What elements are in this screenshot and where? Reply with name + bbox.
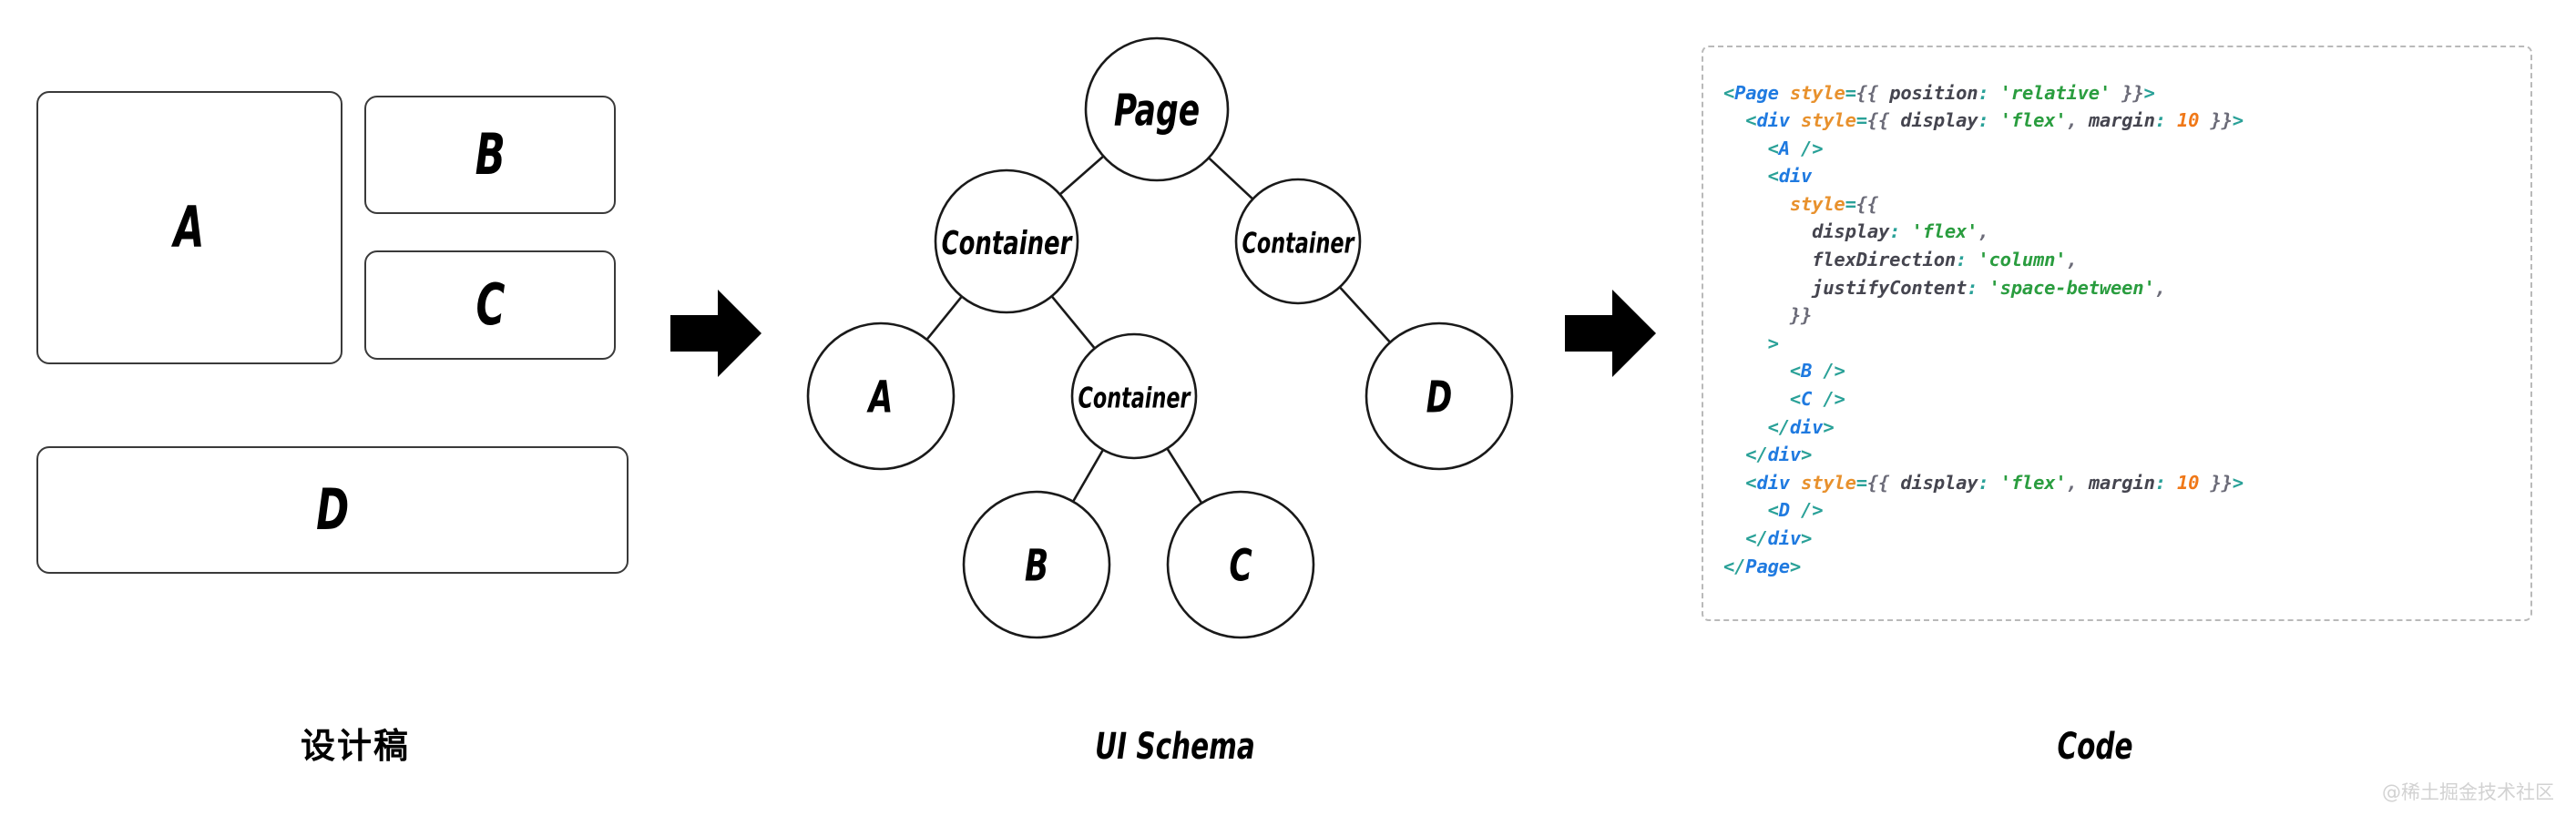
tree-node-node-b-label: B xyxy=(1025,541,1048,591)
tree-edge-container-1-to-node-a xyxy=(925,295,963,341)
tree-node-node-b-circle xyxy=(962,490,1111,639)
caption-design: 设计稿 xyxy=(300,726,410,766)
tree-node-node-d[interactable]: D xyxy=(1365,321,1514,471)
code-block: <Page style={{ position: 'relative' }}> … xyxy=(1723,81,2244,577)
arrow-schema-to-code-icon xyxy=(1565,290,1656,377)
mock-box-d: D xyxy=(36,446,629,574)
tree-node-node-a-label: A xyxy=(866,372,893,423)
design-mockup-panel: A B C D xyxy=(0,0,674,638)
mock-box-a-label: A xyxy=(174,194,205,260)
tree-node-container-3-circle xyxy=(1070,332,1198,460)
mock-box-a: A xyxy=(36,91,342,364)
tree-node-node-d-label: D xyxy=(1426,372,1453,423)
mock-box-d-label: D xyxy=(315,476,350,543)
tree-node-container-2-label: Container xyxy=(1242,227,1355,260)
mock-box-c: C xyxy=(364,250,616,360)
tree-node-node-c[interactable]: C xyxy=(1166,490,1315,639)
tree-edge-group xyxy=(925,155,1392,505)
tree-node-container-3-label: Container xyxy=(1078,382,1191,414)
caption-schema: UI Schema xyxy=(1095,726,1255,768)
tree-node-node-d-circle xyxy=(1365,321,1514,471)
tree-node-node-a-circle xyxy=(806,321,956,471)
tree-node-container-1[interactable]: Container xyxy=(934,168,1079,314)
tree-edge-container-3-to-node-b xyxy=(1071,449,1105,503)
tree-node-container-3[interactable]: Container xyxy=(1070,332,1198,460)
tree-node-node-b[interactable]: B xyxy=(962,490,1111,639)
tree-node-page-circle xyxy=(1084,36,1230,182)
tree-edge-container-3-to-node-c xyxy=(1166,447,1203,505)
mock-box-b: B xyxy=(364,96,616,214)
tree-node-node-c-label: C xyxy=(1229,541,1252,591)
mock-box-c-label: C xyxy=(475,271,505,338)
tree-node-container-2[interactable]: Container xyxy=(1234,178,1362,305)
caption-code: Code xyxy=(2057,726,2133,768)
tree-edge-container-1-to-container-3 xyxy=(1050,295,1096,350)
tree-node-container-1-circle xyxy=(934,168,1079,314)
tree-node-container-2-circle xyxy=(1234,178,1362,305)
mock-box-b-label: B xyxy=(475,121,506,188)
tree-node-page[interactable]: Page xyxy=(1084,36,1230,182)
tree-node-node-c-circle xyxy=(1166,490,1315,639)
tree-edge-page-to-container-2 xyxy=(1208,157,1254,200)
tree-node-node-a[interactable]: A xyxy=(806,321,956,471)
tree-edge-container-2-to-node-d xyxy=(1338,286,1392,343)
tree-edge-page-to-container-1 xyxy=(1058,155,1105,196)
arrow-design-to-schema-icon xyxy=(670,290,762,377)
tree-node-container-1-label: Container xyxy=(942,224,1073,262)
tree-node-page-label: Page xyxy=(1114,86,1200,136)
code-panel: <Page style={{ position: 'relative' }}> … xyxy=(1702,46,2532,621)
watermark: @稀土掘金技术社区 xyxy=(2382,781,2554,803)
